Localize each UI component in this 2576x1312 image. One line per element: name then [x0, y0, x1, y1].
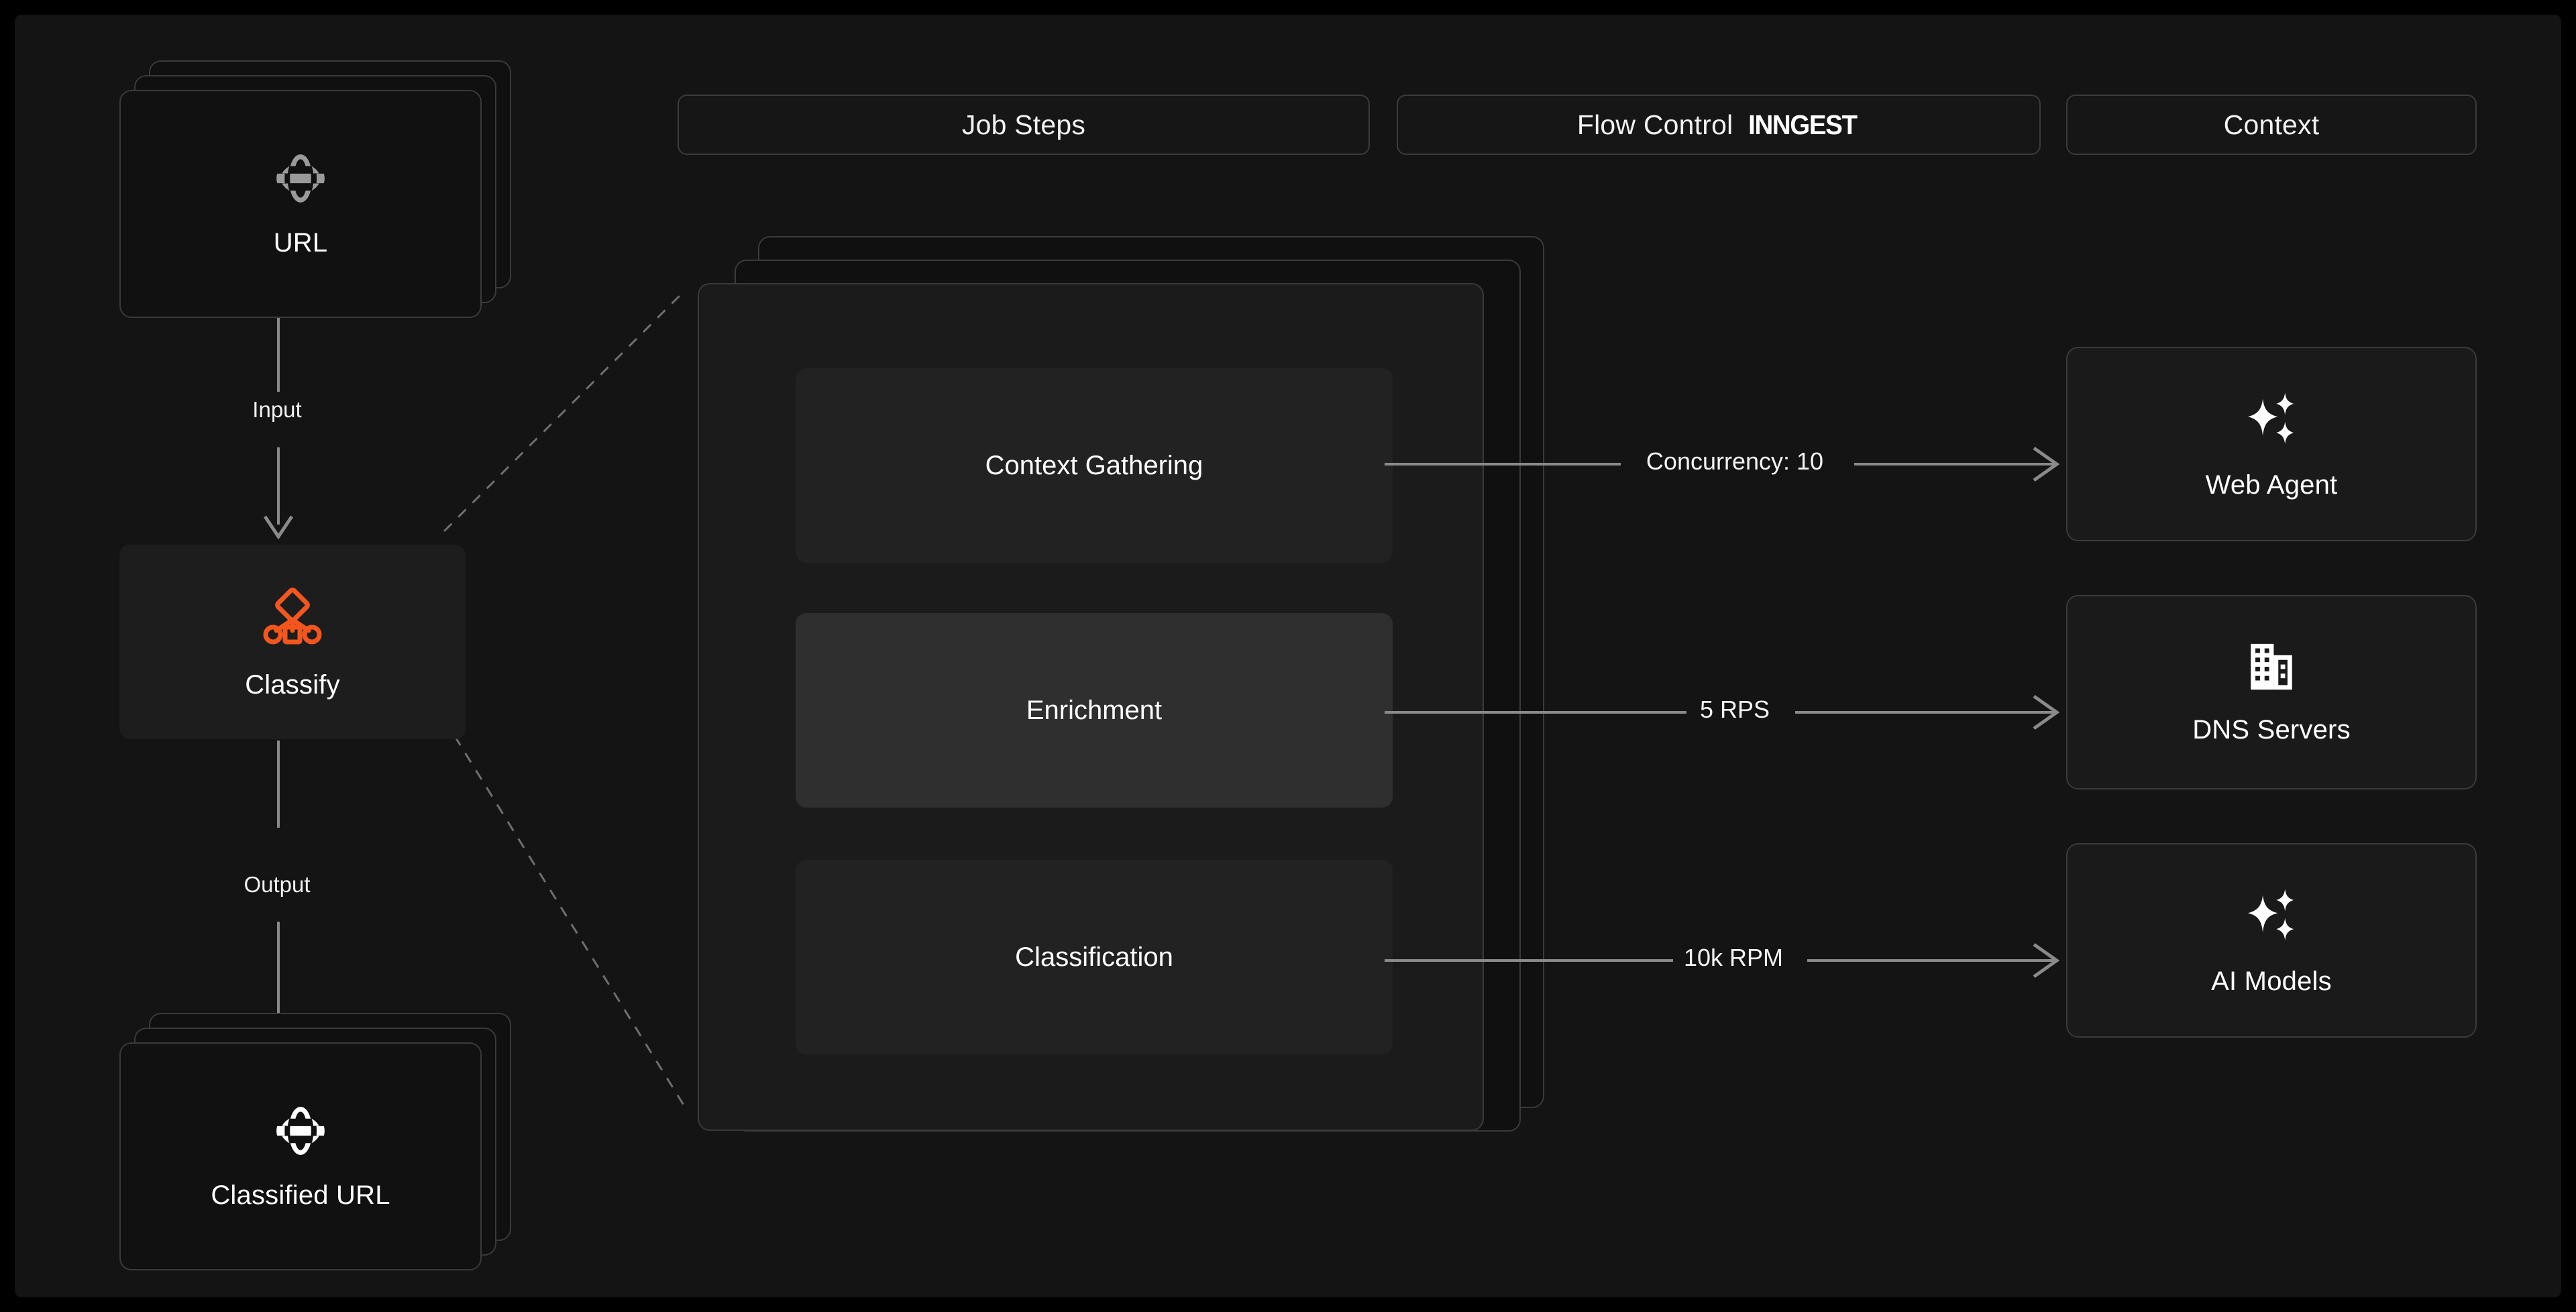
globe-icon: [272, 150, 329, 211]
flow-edge-2-right: [1795, 711, 2055, 714]
input-connector-lower: [277, 447, 280, 525]
dashed-connector-top: [443, 288, 687, 533]
inngest-logo-text: INNGEST: [1748, 109, 1858, 140]
flow-edge-1-label: Concurrency: 10: [1646, 447, 1824, 475]
output-edge-label: Output: [244, 872, 311, 897]
building-icon: [2244, 639, 2299, 698]
flow-edge-2-left: [1385, 711, 1686, 714]
flow-edge-3-right: [1807, 959, 2055, 962]
tab-context-label: Context: [2223, 109, 2320, 140]
flow-edge-2-label: 5 RPS: [1699, 696, 1770, 723]
flow-edge-3-label: 10k RPM: [1683, 944, 1784, 971]
output-connector-lower: [277, 922, 280, 1026]
context-card-label: DNS Servers: [2192, 715, 2351, 745]
context-card-label: AI Models: [2211, 967, 2332, 996]
globe-icon: [272, 1102, 329, 1163]
flow-edge-1-right: [1854, 463, 2055, 466]
classify-node-label: Classify: [245, 670, 340, 700]
tab-job-steps[interactable]: Job Steps: [678, 95, 1370, 155]
tab-job-steps-label: Job Steps: [961, 109, 1086, 140]
sparkles-icon: [2241, 884, 2302, 949]
job-step-context-gathering[interactable]: Context Gathering: [796, 368, 1393, 563]
classify-node[interactable]: Classify: [119, 545, 466, 739]
input-connector-upper: [277, 318, 280, 392]
classified-url-card[interactable]: Classified URL: [119, 1042, 482, 1270]
context-card-label: Web Agent: [2205, 470, 2338, 500]
url-card[interactable]: URL: [119, 90, 482, 318]
job-step-classification[interactable]: Classification: [796, 860, 1393, 1054]
diagram-canvas: URL Input Classify Output: [15, 15, 2561, 1297]
job-step-label: Context Gathering: [985, 450, 1203, 480]
flow-edge-3-left: [1385, 959, 1673, 962]
context-card-web-agent[interactable]: Web Agent: [2066, 347, 2477, 541]
context-card-dns-servers[interactable]: DNS Servers: [2066, 595, 2477, 789]
output-connector-upper: [277, 741, 280, 828]
context-card-ai-models[interactable]: AI Models: [2066, 843, 2477, 1038]
tab-flow-control-label: Flow Control: [1576, 109, 1733, 140]
input-edge-label: Input: [252, 397, 302, 422]
workflow-node-icon: [259, 584, 326, 654]
flow-edge-1-left: [1385, 463, 1621, 466]
tab-context[interactable]: Context: [2066, 95, 2477, 155]
job-step-label: Enrichment: [1026, 695, 1163, 725]
sparkles-icon: [2241, 388, 2302, 453]
job-step-label: Classification: [1015, 942, 1173, 972]
classified-url-card-label: Classified URL: [211, 1181, 390, 1210]
job-step-enrichment[interactable]: Enrichment: [796, 613, 1393, 808]
url-card-label: URL: [273, 228, 328, 258]
job-steps-panel: Context Gathering Enrichment Classificat…: [698, 283, 1484, 1131]
tab-flow-control[interactable]: Flow Control INNGEST: [1397, 95, 2041, 155]
